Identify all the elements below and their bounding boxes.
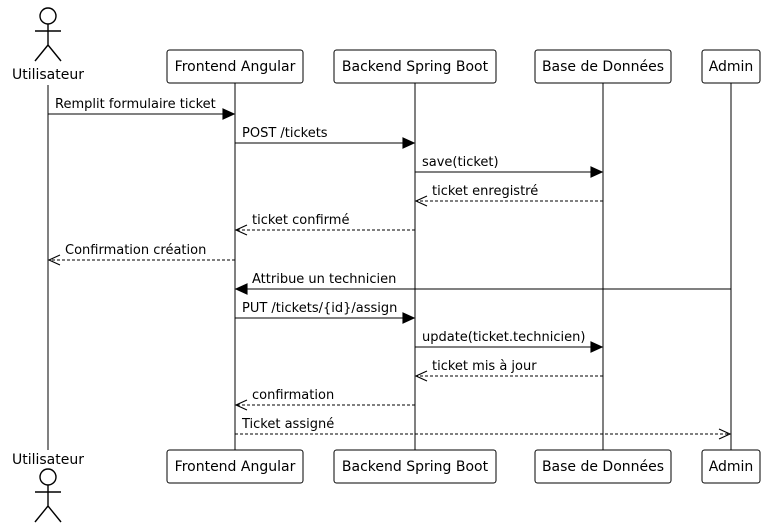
participant-label-bottom-utilisateur: Utilisateur <box>12 452 84 468</box>
message-arrowhead-5 <box>234 224 248 236</box>
message-label-12: Ticket assigné <box>241 417 334 432</box>
message-label-3: save(ticket) <box>422 155 499 170</box>
message-arrowhead-1 <box>222 108 236 120</box>
message-arrowhead-4 <box>414 195 428 207</box>
participant-box-bottom-db <box>534 449 672 484</box>
participant-label-bottom-db: Base de Données <box>542 459 664 475</box>
participant-label-top-utilisateur: Utilisateur <box>12 67 84 83</box>
message-label-9: update(ticket.technicien) <box>422 330 585 345</box>
message-label-4: ticket enregistré <box>432 184 538 199</box>
participant-box-bottom-backend <box>333 449 497 484</box>
participant-label-bottom-admin: Admin <box>709 459 754 475</box>
participant-label-bottom-backend: Backend Spring Boot <box>342 459 489 475</box>
actor-icon-top <box>34 7 62 62</box>
message-arrowhead-9 <box>590 341 604 353</box>
participant-box-top-admin <box>701 49 761 84</box>
participant-label-top-frontend: Frontend Angular <box>175 59 296 75</box>
participant-box-top-db <box>534 49 672 84</box>
participant-box-top-frontend <box>166 49 304 84</box>
participant-label-top-db: Base de Données <box>542 59 664 75</box>
message-arrowhead-10 <box>414 370 428 382</box>
message-label-5: ticket confirmé <box>252 213 349 228</box>
message-arrowhead-3 <box>590 166 604 178</box>
message-arrowhead-8 <box>402 312 416 324</box>
message-label-7: Attribue un technicien <box>252 272 396 287</box>
message-label-1: Remplit formulaire ticket <box>55 97 216 112</box>
message-label-6: Confirmation création <box>65 243 206 258</box>
participant-box-bottom-admin <box>701 449 761 484</box>
message-arrowhead-12 <box>718 428 732 440</box>
message-arrowhead-6 <box>47 254 61 266</box>
message-arrowhead-7 <box>234 283 248 295</box>
participant-label-top-admin: Admin <box>709 59 754 75</box>
participant-label-bottom-frontend: Frontend Angular <box>175 459 296 475</box>
message-arrowhead-2 <box>402 137 416 149</box>
message-label-2: POST /tickets <box>242 126 328 141</box>
participant-label-top-backend: Backend Spring Boot <box>342 59 489 75</box>
message-label-8: PUT /tickets/{id}/assign <box>242 301 397 316</box>
participant-box-top-backend <box>333 49 497 84</box>
message-arrowhead-11 <box>234 399 248 411</box>
actor-icon-bottom <box>34 468 62 523</box>
participant-box-bottom-frontend <box>166 449 304 484</box>
message-label-10: ticket mis à jour <box>432 359 537 374</box>
message-label-11: confirmation <box>252 388 334 403</box>
